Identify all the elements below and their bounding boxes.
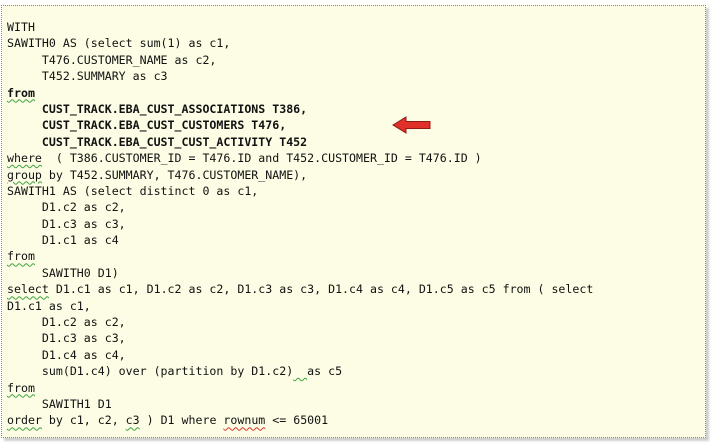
keyword-where: where — [7, 151, 42, 166]
sql-line: sum(D1.c4) over (partition by D1.c2) as … — [7, 364, 343, 379]
keyword-rownum: rownum — [223, 413, 266, 428]
sql-line: from — [7, 380, 593, 396]
whitespace-flag — [293, 364, 307, 378]
sql-line: D1.c2 as c2, — [7, 315, 126, 330]
sql-line: D1.c3 as c3, — [7, 331, 126, 346]
table-reference: CUST_TRACK.EBA_CUST_CUST_ACTIVITY T452 — [7, 134, 308, 149]
sql-line: from — [7, 85, 593, 101]
table-reference: CUST_TRACK.EBA_CUST_CUSTOMERS T476, — [7, 118, 287, 133]
keyword-select: select — [7, 282, 49, 297]
sql-line: D1.c3 as c3, — [7, 216, 126, 231]
sql-line: where ( T386.CUSTOMER_ID = T476.ID and T… — [7, 151, 482, 166]
sql-line: SAWITH1 D1 — [7, 396, 112, 411]
table-reference: CUST_TRACK.EBA_CUST_ASSOCIATIONS T386, — [7, 101, 308, 116]
keyword-from: from — [7, 380, 35, 395]
sql-line: group by T452.SUMMARY, T476.CUSTOMER_NAM… — [7, 167, 308, 182]
keyword-order: order — [7, 413, 42, 428]
sql-query-panel: WITH SAWITH0 AS (select sum(1) as c1, T47… — [1, 5, 706, 438]
sql-line: T476.CUSTOMER_NAME as c2, — [7, 52, 217, 67]
column-c3: c3 — [125, 413, 140, 428]
sql-line: CUST_TRACK.EBA_CUST_ASSOCIATIONS T386, — [7, 101, 593, 117]
keyword-group: group — [7, 167, 42, 182]
sql-line: SAWITH0 AS (select sum(1) as c1, — [7, 36, 231, 51]
sql-line: order by c1, c2, c3 ) D1 where rownum <=… — [7, 413, 329, 428]
sql-line: D1.c2 as c2, — [7, 200, 126, 215]
sql-line: T452.SUMMARY as c3 — [7, 69, 168, 84]
sql-code-block: WITH SAWITH0 AS (select sum(1) as c1, T47… — [7, 19, 593, 429]
sql-line: D1.c4 as c4, — [7, 347, 126, 362]
sql-line: select D1.c1 as c1, D1.c2 as c2, D1.c3 a… — [7, 282, 594, 297]
sql-line: from — [7, 248, 593, 264]
sql-line: SAWITH0 D1) — [7, 265, 119, 280]
keyword-from: from — [7, 249, 35, 264]
sql-line: CUST_TRACK.EBA_CUST_CUST_ACTIVITY T452 — [7, 134, 593, 150]
sql-line: CUST_TRACK.EBA_CUST_CUSTOMERS T476, — [7, 117, 593, 133]
sql-line: WITH — [7, 20, 35, 34]
red-arrow-left-icon — [392, 116, 431, 134]
sql-line: SAWITH1 AS (select distinct 0 as c1, — [7, 183, 259, 198]
keyword-from: from — [7, 85, 35, 100]
sql-line: D1.c1 as c1, — [7, 298, 91, 313]
sql-line: D1.c1 as c4 — [7, 233, 119, 248]
